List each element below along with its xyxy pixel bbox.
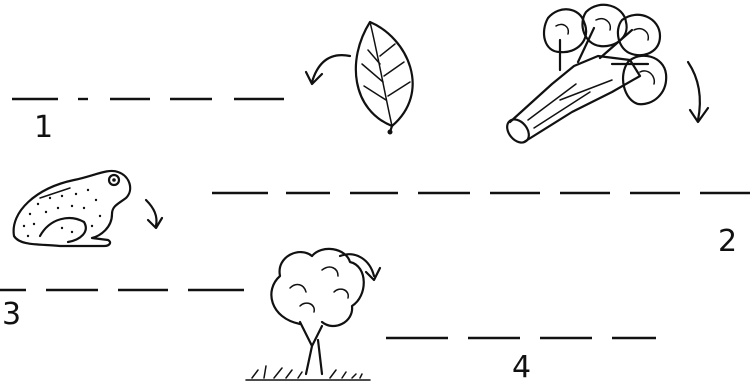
tree-icon [246, 249, 370, 380]
label-number-1: 1 [34, 110, 53, 145]
frog-icon [14, 171, 131, 246]
broccoli-arrow-icon [688, 62, 708, 122]
label-number-3: 3 [2, 297, 21, 332]
frog-arrow-icon [146, 200, 162, 228]
leaf-icon [356, 22, 413, 135]
label-number-4: 4 [512, 350, 531, 385]
label-number-2: 2 [718, 224, 737, 259]
leaf-arrow-icon [306, 55, 350, 84]
broccoli-icon [503, 5, 666, 147]
